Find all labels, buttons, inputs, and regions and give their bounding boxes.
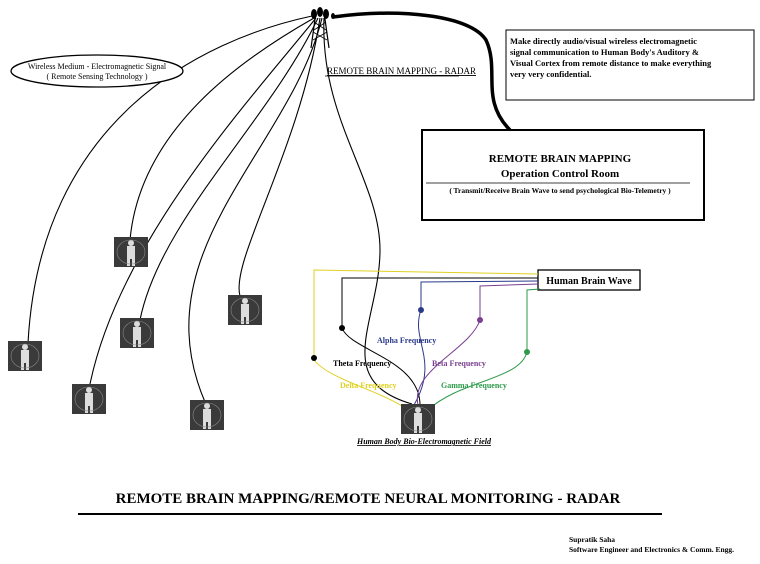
person-icon [190,400,224,430]
brain-wave-label: Human Brain Wave [546,276,632,287]
wireless-signal-lines [27,15,413,405]
wireless-medium-ellipse [10,54,184,88]
wireless-medium-label-line2: ( Remote Sensing Technology ) [46,72,147,81]
person-icon [72,384,106,414]
delta-frequency-label: Delta Frequency [340,381,397,390]
note-line-1: Make directly audio/visual wireless elec… [510,36,697,46]
control-room-description: ( Transmit/Receive Brain Wave to send ps… [449,186,671,195]
frequency-arrow-icons [311,307,530,361]
main-title: REMOTE BRAIN MAPPING/REMOTE NEURAL MONIT… [116,491,621,507]
beta-frequency-label: Beta Frequency [432,359,486,368]
brain-wave-box [537,269,641,291]
radar-tower-label: REMOTE BRAIN MAPPING - RADAR [327,66,476,76]
person-icon [8,341,42,371]
tower-control-link [332,11,512,132]
frequency-lines [313,269,541,411]
person-icon [401,404,435,434]
author-name: Supratik Saha [569,535,615,544]
bio-field-label: Human Body Bio-Electromagnetic Field [356,437,492,446]
gamma-frequency-label: Gamma Frequency [441,381,507,390]
person-icon [120,318,154,348]
alpha-frequency-label: Alpha Frequency [377,336,436,345]
control-room-title: REMOTE BRAIN MAPPING [489,153,632,165]
note-line-4: very very confidential. [510,69,591,79]
control-room-subtitle: Operation Control Room [501,168,619,180]
person-icons [8,237,435,434]
person-icon [228,295,262,325]
theta-frequency-label: Theta Frequency [333,359,391,368]
author-role: Software Engineer and Electronics & Comm… [569,545,734,554]
note-box [505,29,755,101]
wireless-medium-label-line1: Wireless Medium - Electromagnetic Signal [28,62,167,71]
control-room-box [421,129,705,221]
note-line-2: signal communication to Human Body's Aud… [510,47,699,57]
person-icon [114,237,148,267]
note-line-3: Visual Cortex from remote distance to ma… [510,58,712,68]
